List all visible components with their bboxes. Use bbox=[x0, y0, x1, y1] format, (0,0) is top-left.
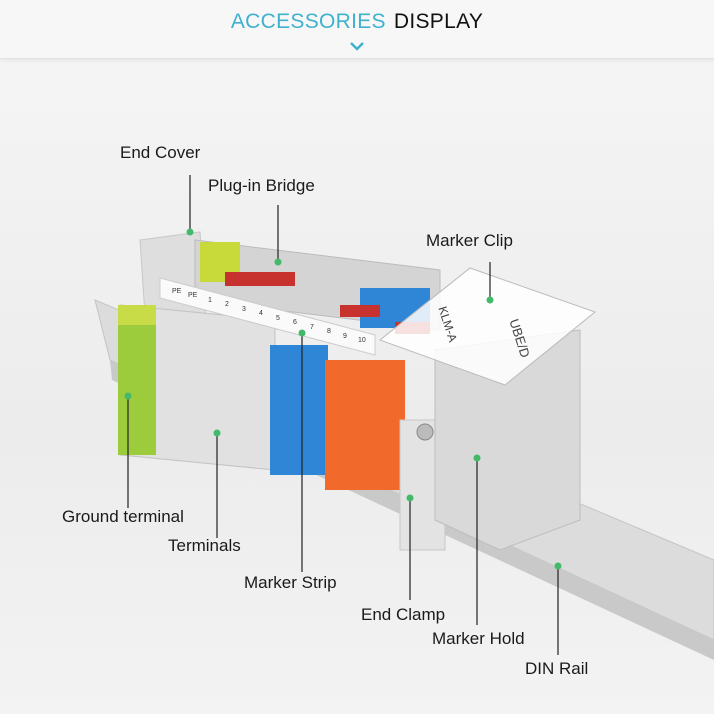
marker-label: 9 bbox=[343, 333, 347, 340]
leader-dot bbox=[486, 296, 494, 304]
label-marker-strip: Marker Strip bbox=[244, 573, 337, 592]
marker-numbers: PE PE 1 2 3 4 5 6 7 8 9 10 bbox=[172, 288, 366, 344]
marker-label: 6 bbox=[293, 319, 297, 326]
page-title: ACCESSORIES DISPLAY bbox=[0, 10, 714, 34]
marker-label: 5 bbox=[276, 315, 280, 322]
plug-in-bridge bbox=[225, 272, 295, 286]
product-shape bbox=[270, 345, 328, 475]
leader-dot bbox=[124, 392, 132, 400]
marker-label: 3 bbox=[242, 306, 246, 313]
leader-dot bbox=[406, 494, 414, 502]
product-shape bbox=[124, 175, 562, 655]
label-terminals: Terminals bbox=[168, 536, 241, 555]
label-end-clamp: End Clamp bbox=[361, 605, 446, 624]
label-marker-hold: Marker Hold bbox=[432, 629, 525, 648]
label-end-cover: End Cover bbox=[120, 143, 201, 162]
chevron-down-icon bbox=[350, 42, 364, 51]
title-accent: ACCESSORIES bbox=[230, 10, 386, 33]
marker-label: 2 bbox=[225, 301, 229, 308]
product-shape bbox=[350, 42, 364, 51]
marker-label: 7 bbox=[310, 324, 314, 331]
leader-dot bbox=[298, 329, 306, 337]
marker-label: 8 bbox=[327, 328, 331, 335]
label-marker-clip: Marker Clip bbox=[426, 231, 513, 250]
marker-label: PE bbox=[188, 292, 198, 299]
product-shape bbox=[325, 360, 405, 490]
label-ground-terminal: Ground terminal bbox=[62, 507, 184, 526]
label-din-rail: DIN Rail bbox=[525, 659, 589, 678]
marker-strip bbox=[159, 277, 376, 356]
product-shape bbox=[416, 423, 434, 441]
leader-dot bbox=[213, 429, 221, 437]
leader-dot bbox=[274, 258, 282, 266]
header-bar: ACCESSORIES DISPLAY bbox=[0, 0, 714, 59]
leader-dot bbox=[554, 562, 562, 570]
marker-clip bbox=[378, 267, 597, 386]
marker-label: 1 bbox=[208, 297, 212, 304]
ground-terminal bbox=[118, 305, 156, 455]
label-plug-in-bridge: Plug-in Bridge bbox=[208, 176, 315, 195]
title-main: DISPLAY bbox=[393, 10, 484, 33]
product-shape bbox=[340, 305, 380, 317]
marker-label: 10 bbox=[358, 337, 366, 344]
leader-dot bbox=[473, 454, 481, 462]
marker-label: PE bbox=[172, 288, 182, 295]
product-shape bbox=[118, 305, 156, 325]
leader-dot bbox=[186, 228, 194, 236]
marker-label: 4 bbox=[259, 310, 263, 317]
